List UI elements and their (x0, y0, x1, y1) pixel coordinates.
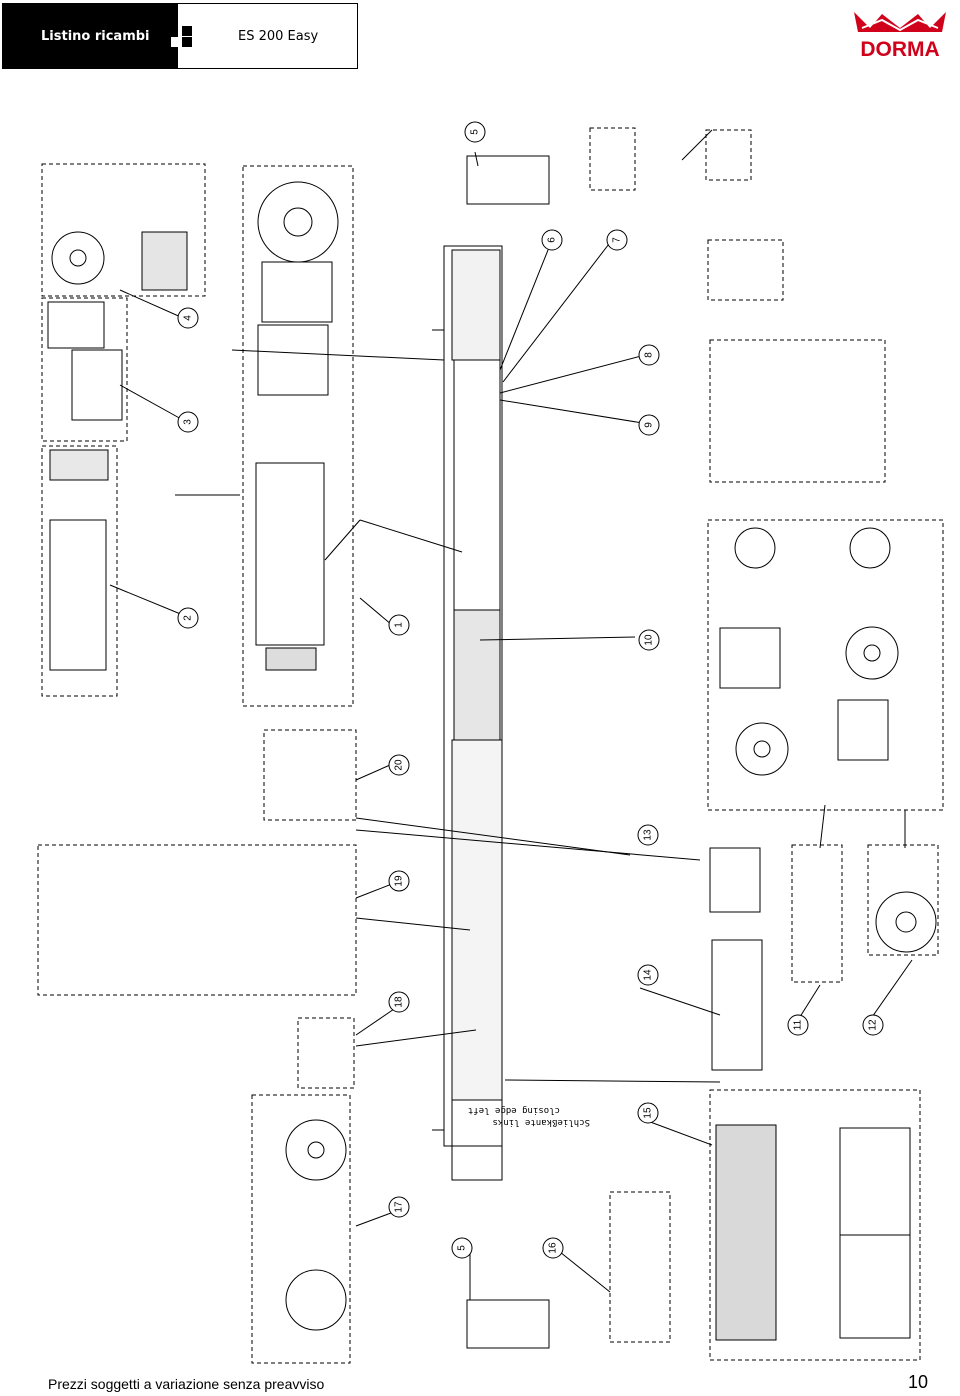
callout-13-bubble (637, 824, 659, 846)
callout-15: 15 (643, 1107, 654, 1119)
part-frame-13 (709, 847, 761, 913)
callout-4-bubble (177, 307, 199, 329)
callout-12: 12 (868, 1019, 879, 1031)
callout-13: 13 (643, 829, 654, 841)
square-marks-icon (171, 26, 192, 47)
callout-5-top: 5 (470, 129, 481, 135)
callout-3-bubble (177, 411, 199, 433)
callout-19: 19 (394, 875, 405, 887)
part-frame-18 (297, 1017, 355, 1089)
part-1-details (255, 181, 339, 671)
callout-5-top-bubble (464, 121, 486, 143)
callout-6-bubble (541, 229, 563, 251)
part-frame-5-top (466, 155, 550, 205)
callout-18-bubble (388, 991, 410, 1013)
callout-2: 2 (183, 615, 194, 621)
callout-8: 8 (644, 352, 655, 358)
part-frame-12 (867, 844, 939, 956)
part-frame-6 (589, 127, 636, 191)
price-disclaimer: Prezzi soggetti a variazione senza preav… (48, 1376, 325, 1392)
callout-bubbles (177, 121, 884, 1259)
closing-edge-label-en: closing edge left (468, 1105, 560, 1115)
closing-edge-label-de: Schließkante links (492, 1117, 590, 1127)
part-frame-8 (707, 239, 784, 301)
part-frame-11 (791, 844, 843, 983)
part-frame-10 (707, 519, 944, 811)
part-frame-9 (709, 339, 886, 483)
part-frame-16 (609, 1191, 671, 1343)
part-frame-5-bottom (466, 1299, 550, 1349)
part-frame-7 (705, 129, 752, 181)
part-frame-15 (709, 1089, 921, 1361)
callout-20: 20 (394, 759, 405, 771)
callout-15-bubble (637, 1102, 659, 1124)
header-bar: Listino ricambi ES 200 Easy (2, 3, 358, 69)
callout-9-bubble (638, 414, 660, 436)
dorma-logo: DORMA (854, 12, 946, 60)
callout-5-bottom: 5 (457, 1245, 468, 1251)
callout-2-bubble (177, 607, 199, 629)
part-12-15-17-details (285, 891, 937, 1341)
part-2-3-4-details (47, 231, 188, 671)
callout-14-bubble (637, 964, 659, 986)
callout-18: 18 (394, 996, 405, 1008)
callout-6: 6 (547, 237, 558, 243)
callout-16: 16 (548, 1242, 559, 1254)
part-frame-20 (263, 729, 357, 821)
callout-4: 4 (183, 315, 194, 321)
svg-text:DORMA: DORMA (860, 38, 939, 60)
callout-7-bubble (606, 229, 628, 251)
callout-11-bubble (787, 1014, 809, 1036)
callout-17: 17 (394, 1201, 405, 1213)
callout-9: 9 (644, 422, 655, 428)
central-drive-assembly (432, 245, 503, 1181)
callout-10: 10 (644, 634, 655, 646)
page-number: 10 (908, 1372, 929, 1392)
product-name: ES 200 Easy (238, 28, 319, 44)
callout-8-bubble (638, 344, 660, 366)
callout-3: 3 (183, 419, 194, 425)
part-frame-14 (711, 939, 763, 1071)
part-frame-1 (242, 165, 354, 707)
callout-5-bottom-bubble (451, 1237, 473, 1259)
callout-7: 7 (612, 237, 623, 243)
part-frame-17 (251, 1094, 351, 1364)
callout-16-bubble (542, 1237, 564, 1259)
callout-10-bubble (638, 629, 660, 651)
callout-19-bubble (388, 870, 410, 892)
callout-17-bubble (388, 1196, 410, 1218)
callout-1-bubble (388, 614, 410, 636)
callout-11: 11 (793, 1019, 804, 1030)
part-frame-19 (37, 844, 357, 996)
callout-20-bubble (388, 754, 410, 776)
part-10-details (719, 527, 899, 776)
callout-14: 14 (643, 969, 654, 981)
part-frame-2 (41, 445, 118, 697)
leader-lines (109, 129, 913, 1300)
callout-1: 1 (394, 622, 405, 628)
section-label: Listino ricambi (3, 4, 178, 68)
part-frame-3 (41, 297, 128, 442)
callout-12-bubble (862, 1014, 884, 1036)
